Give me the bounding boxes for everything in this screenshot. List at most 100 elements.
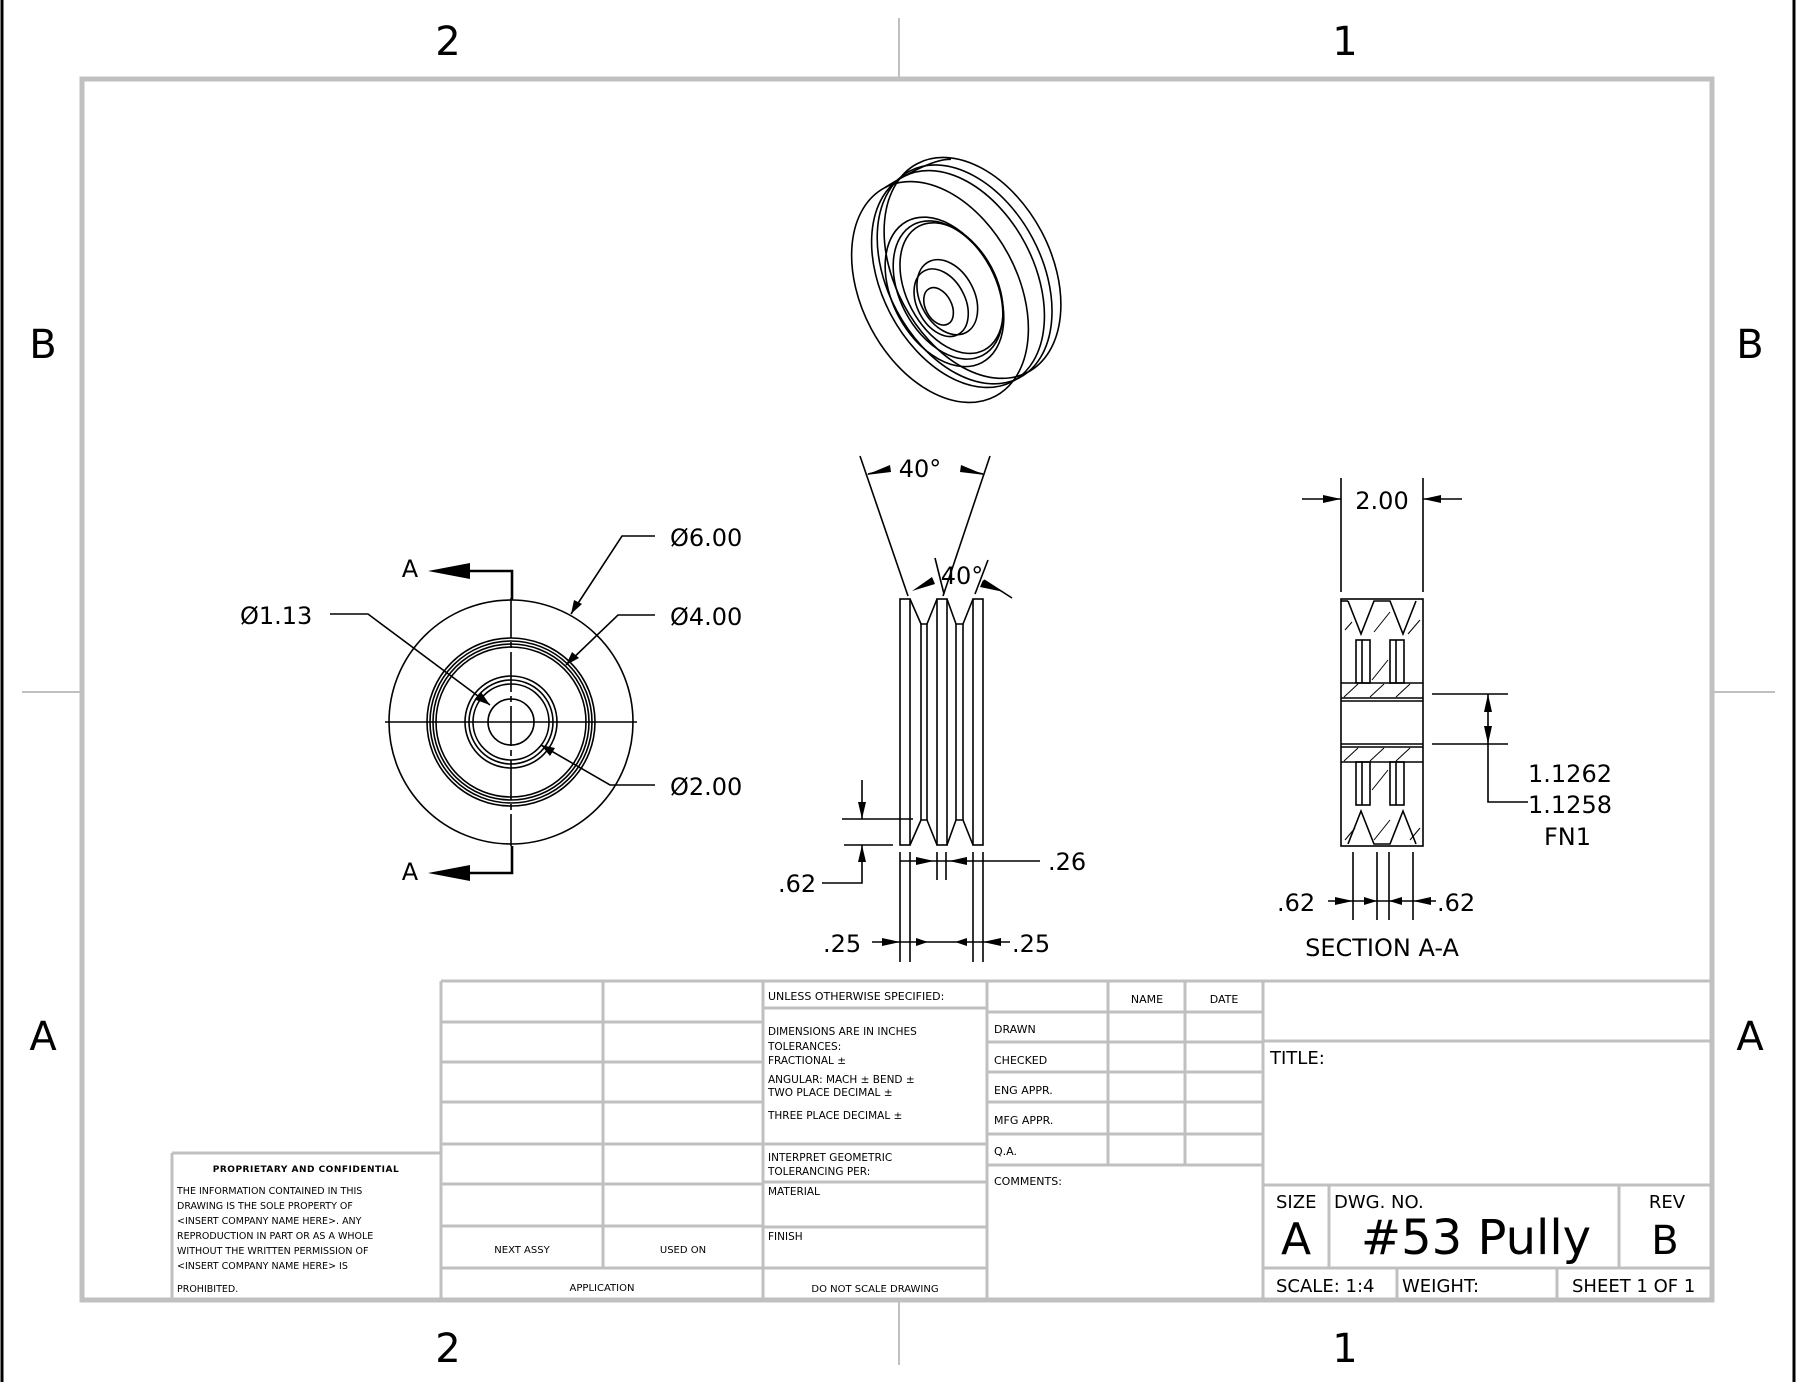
proprietary-line: DRAWING IS THE SOLE PROPERTY OF — [177, 1201, 353, 1212]
section-arrow-bottom — [428, 865, 470, 881]
approval-qa: Q.A. — [994, 1145, 1017, 1158]
scale-value: SCALE: 1:4 — [1276, 1276, 1374, 1297]
dim-hub-diameter: Ø2.00 — [670, 773, 742, 801]
proprietary-line: REPRODUCTION IN PART OR AS A WHOLE — [177, 1231, 373, 1242]
section-label: SECTION A-A — [1305, 934, 1459, 962]
proprietary-line: THE INFORMATION CONTAINED IN THIS — [176, 1186, 362, 1197]
dim-hub-right: .62 — [1437, 889, 1475, 917]
interpret-line: INTERPRET GEOMETRIC — [768, 1152, 892, 1164]
proprietary-line: <INSERT COMPANY NAME HERE> IS — [177, 1261, 348, 1272]
approval-eng: ENG APPR. — [994, 1084, 1053, 1097]
bore-circle-1.13 — [487, 698, 535, 746]
section-marker-bottom: A — [402, 858, 419, 886]
sheet-value: SHEET 1 OF 1 — [1572, 1276, 1695, 1297]
dim-section-width: 2.00 — [1355, 487, 1408, 515]
used-on-label: USED ON — [660, 1245, 706, 1256]
finish-label: FINISH — [768, 1231, 803, 1243]
comments-label: COMMENTS: — [994, 1175, 1062, 1188]
dim-bore-fit: FN1 — [1544, 823, 1591, 851]
flange-left — [899, 598, 911, 846]
leader-d4 — [565, 614, 655, 666]
section-marker-top: A — [402, 555, 419, 583]
groove-v-top-2 — [946, 598, 974, 625]
iso-hub — [916, 258, 979, 336]
application-label: APPLICATION — [570, 1283, 635, 1294]
section-hatch — [1343, 611, 1421, 841]
next-assy-label: NEXT ASSY — [494, 1245, 550, 1256]
rev-value: B — [1651, 1218, 1678, 1264]
name-header: NAME — [1131, 993, 1163, 1006]
flange-center — [936, 598, 948, 846]
flange-right — [972, 598, 984, 846]
zone-label-left-B: B — [29, 322, 56, 368]
dwg-no-label: DWG. NO. — [1334, 1192, 1424, 1213]
weight-label: WEIGHT: — [1402, 1276, 1479, 1297]
zone-label-right-A: A — [1736, 1014, 1764, 1060]
zone-label-right-B: B — [1736, 322, 1763, 368]
groove-v-top-1 — [909, 598, 938, 625]
interpret-line: TOLERANCING PER: — [767, 1166, 870, 1178]
tolerance-line: TWO PLACE DECIMAL ± — [767, 1087, 893, 1099]
dim-flange-left: .25 — [823, 930, 861, 958]
rev-label: REV — [1649, 1192, 1686, 1213]
dim-bore-upper: 1.1262 — [1528, 760, 1612, 788]
isometric-view[interactable] — [813, 127, 1100, 433]
dim-hub-left: .62 — [1277, 889, 1315, 917]
leader-groove-depth — [822, 845, 863, 884]
section-outline — [1340, 598, 1424, 847]
leader-bore — [1487, 744, 1528, 803]
dim-groove-diameter: Ø4.00 — [670, 603, 742, 631]
drawing-frame — [79, 76, 1715, 1303]
dim-angle-outer: 40° — [899, 455, 942, 483]
dim-outer-diameter: Ø6.00 — [670, 524, 742, 552]
tolerance-line: ANGULAR: MACH ± BEND ± — [768, 1074, 915, 1086]
dim-bore-diameter: Ø1.13 — [240, 602, 312, 630]
approval-checked: CHECKED — [994, 1054, 1047, 1067]
size-label: SIZE — [1276, 1192, 1316, 1213]
zone-label-top-1: 1 — [1332, 19, 1357, 65]
dim-groove-depth: .62 — [778, 870, 816, 898]
section-view[interactable]: 2.00 1.1262 1.1258 FN1 .62 .62 SECTION A… — [1277, 478, 1612, 962]
proprietary-title: PROPRIETARY AND CONFIDENTIAL — [213, 1165, 399, 1175]
zone-label-left-A: A — [29, 1014, 57, 1060]
hub-circle-2.00 — [464, 675, 558, 769]
material-label: MATERIAL — [768, 1186, 820, 1198]
section-arrow-top — [428, 563, 470, 579]
proprietary-line: WITHOUT THE WRITTEN PERMISSION OF — [177, 1246, 368, 1257]
date-header: DATE — [1210, 993, 1239, 1006]
zone-label-bottom-1: 1 — [1332, 1326, 1357, 1372]
side-view[interactable]: 40° 40° .62 .26 .25 .25 — [778, 455, 1086, 962]
groove-circle-4.00 — [426, 637, 596, 807]
proprietary-line: PROHIBITED. — [177, 1284, 238, 1295]
dim-groove-width: .26 — [1048, 848, 1086, 876]
front-view[interactable]: A A Ø6.00 Ø4.00 Ø2.00 Ø1.13 — [240, 524, 742, 886]
approval-drawn: DRAWN — [994, 1023, 1036, 1036]
zone-label-bottom-2: 2 — [435, 1326, 460, 1372]
tolerance-line: FRACTIONAL ± — [768, 1055, 846, 1067]
groove-v-bottom-2 — [946, 819, 974, 846]
dim-flange-right: .25 — [1012, 930, 1050, 958]
title-block: PROPRIETARY AND CONFIDENTIAL THE INFORMA… — [170, 979, 1713, 1300]
iso-bore — [922, 286, 955, 326]
leader-d113 — [330, 613, 491, 706]
dim-bore-lower: 1.1258 — [1528, 791, 1612, 819]
dwg-no-value: #53 Pully — [1361, 1210, 1591, 1266]
zone-label-top-2: 2 — [435, 19, 460, 65]
size-value: A — [1281, 1214, 1311, 1265]
tolerance-line: THREE PLACE DECIMAL ± — [767, 1110, 902, 1122]
leader-d2 — [540, 744, 655, 786]
angle-ext-right — [942, 455, 991, 597]
leader-d6 — [570, 535, 655, 615]
groove-v-bottom-1 — [909, 819, 938, 846]
tolerance-line: TOLERANCES: — [767, 1041, 841, 1053]
dim-angle-inner: 40° — [941, 562, 984, 590]
unless-specified: UNLESS OTHERWISE SPECIFIED: — [768, 990, 944, 1003]
section-line-top — [440, 569, 514, 600]
iso-front-rim — [850, 180, 1030, 404]
tolerance-line: DIMENSIONS ARE IN INCHES — [768, 1026, 917, 1038]
do-not-scale: DO NOT SCALE DRAWING — [811, 1284, 938, 1295]
angle-ext-left — [859, 455, 909, 597]
proprietary-line: <INSERT COMPANY NAME HERE>. ANY — [177, 1216, 362, 1227]
approval-mfg: MFG APPR. — [994, 1114, 1053, 1127]
